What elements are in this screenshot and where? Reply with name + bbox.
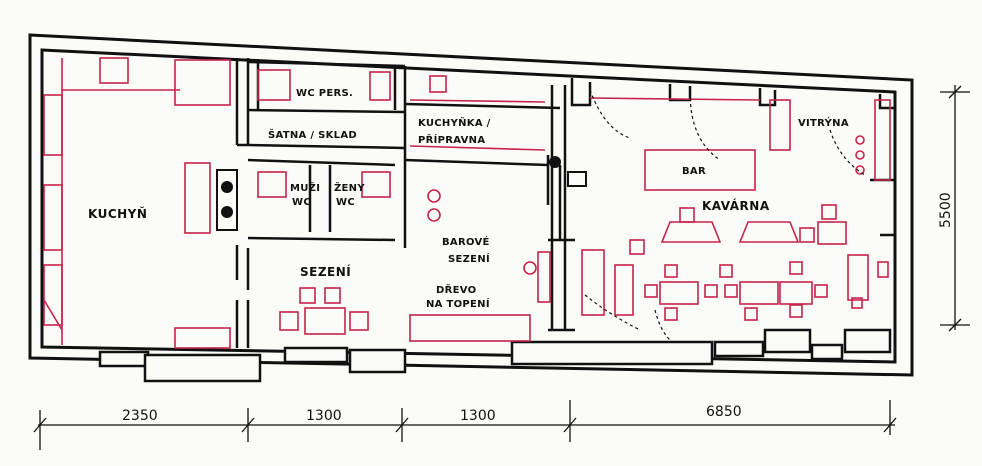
dimension-labels: 2350 1300 1300 6850 5500 [122, 192, 954, 424]
label-bar-seating-2: SEZENÍ [448, 252, 490, 265]
dimension-1300-b: 1300 [460, 408, 496, 424]
label-seating: SEZENÍ [300, 264, 351, 279]
furniture [43, 57, 891, 349]
label-kitchenette-2: PŘÍPRAVNA [418, 133, 485, 146]
outer-walls [28, 33, 914, 377]
label-men-1: MUŽI [290, 181, 320, 194]
fixtures [216, 156, 587, 231]
room-labels: KUCHYŇ WC PERS. ŠATNA / SKLAD KUCHYŇKA /… [88, 88, 849, 310]
label-bar: BAR [682, 166, 706, 177]
dimension-6850: 6850 [706, 404, 742, 420]
label-cafe: KAVÁRNA [702, 198, 770, 213]
dimension-5500: 5500 [938, 192, 954, 228]
label-bar-seating-1: BAROVÉ [442, 235, 490, 248]
label-showcase: VITRÝNA [798, 116, 849, 129]
label-women-2: WC [336, 197, 355, 208]
label-firewood-1: DŘEVO [436, 283, 476, 296]
bottom-openings [98, 328, 892, 383]
door-swings [584, 89, 866, 341]
label-men-2: WC [292, 197, 311, 208]
dimension-2350: 2350 [122, 408, 158, 424]
label-women-1: ŽENY [334, 181, 365, 194]
label-staff-wc: WC PERS. [296, 88, 353, 99]
label-kitchen: KUCHYŇ [88, 206, 147, 221]
label-cloak-storage: ŠATNA / SKLAD [268, 128, 357, 141]
label-firewood-2: NA TOPENÍ [426, 297, 490, 310]
dimension-1300-a: 1300 [306, 408, 342, 424]
label-kitchenette-1: KUCHYŇKA / [418, 116, 491, 129]
dimension-lines [33, 85, 970, 450]
